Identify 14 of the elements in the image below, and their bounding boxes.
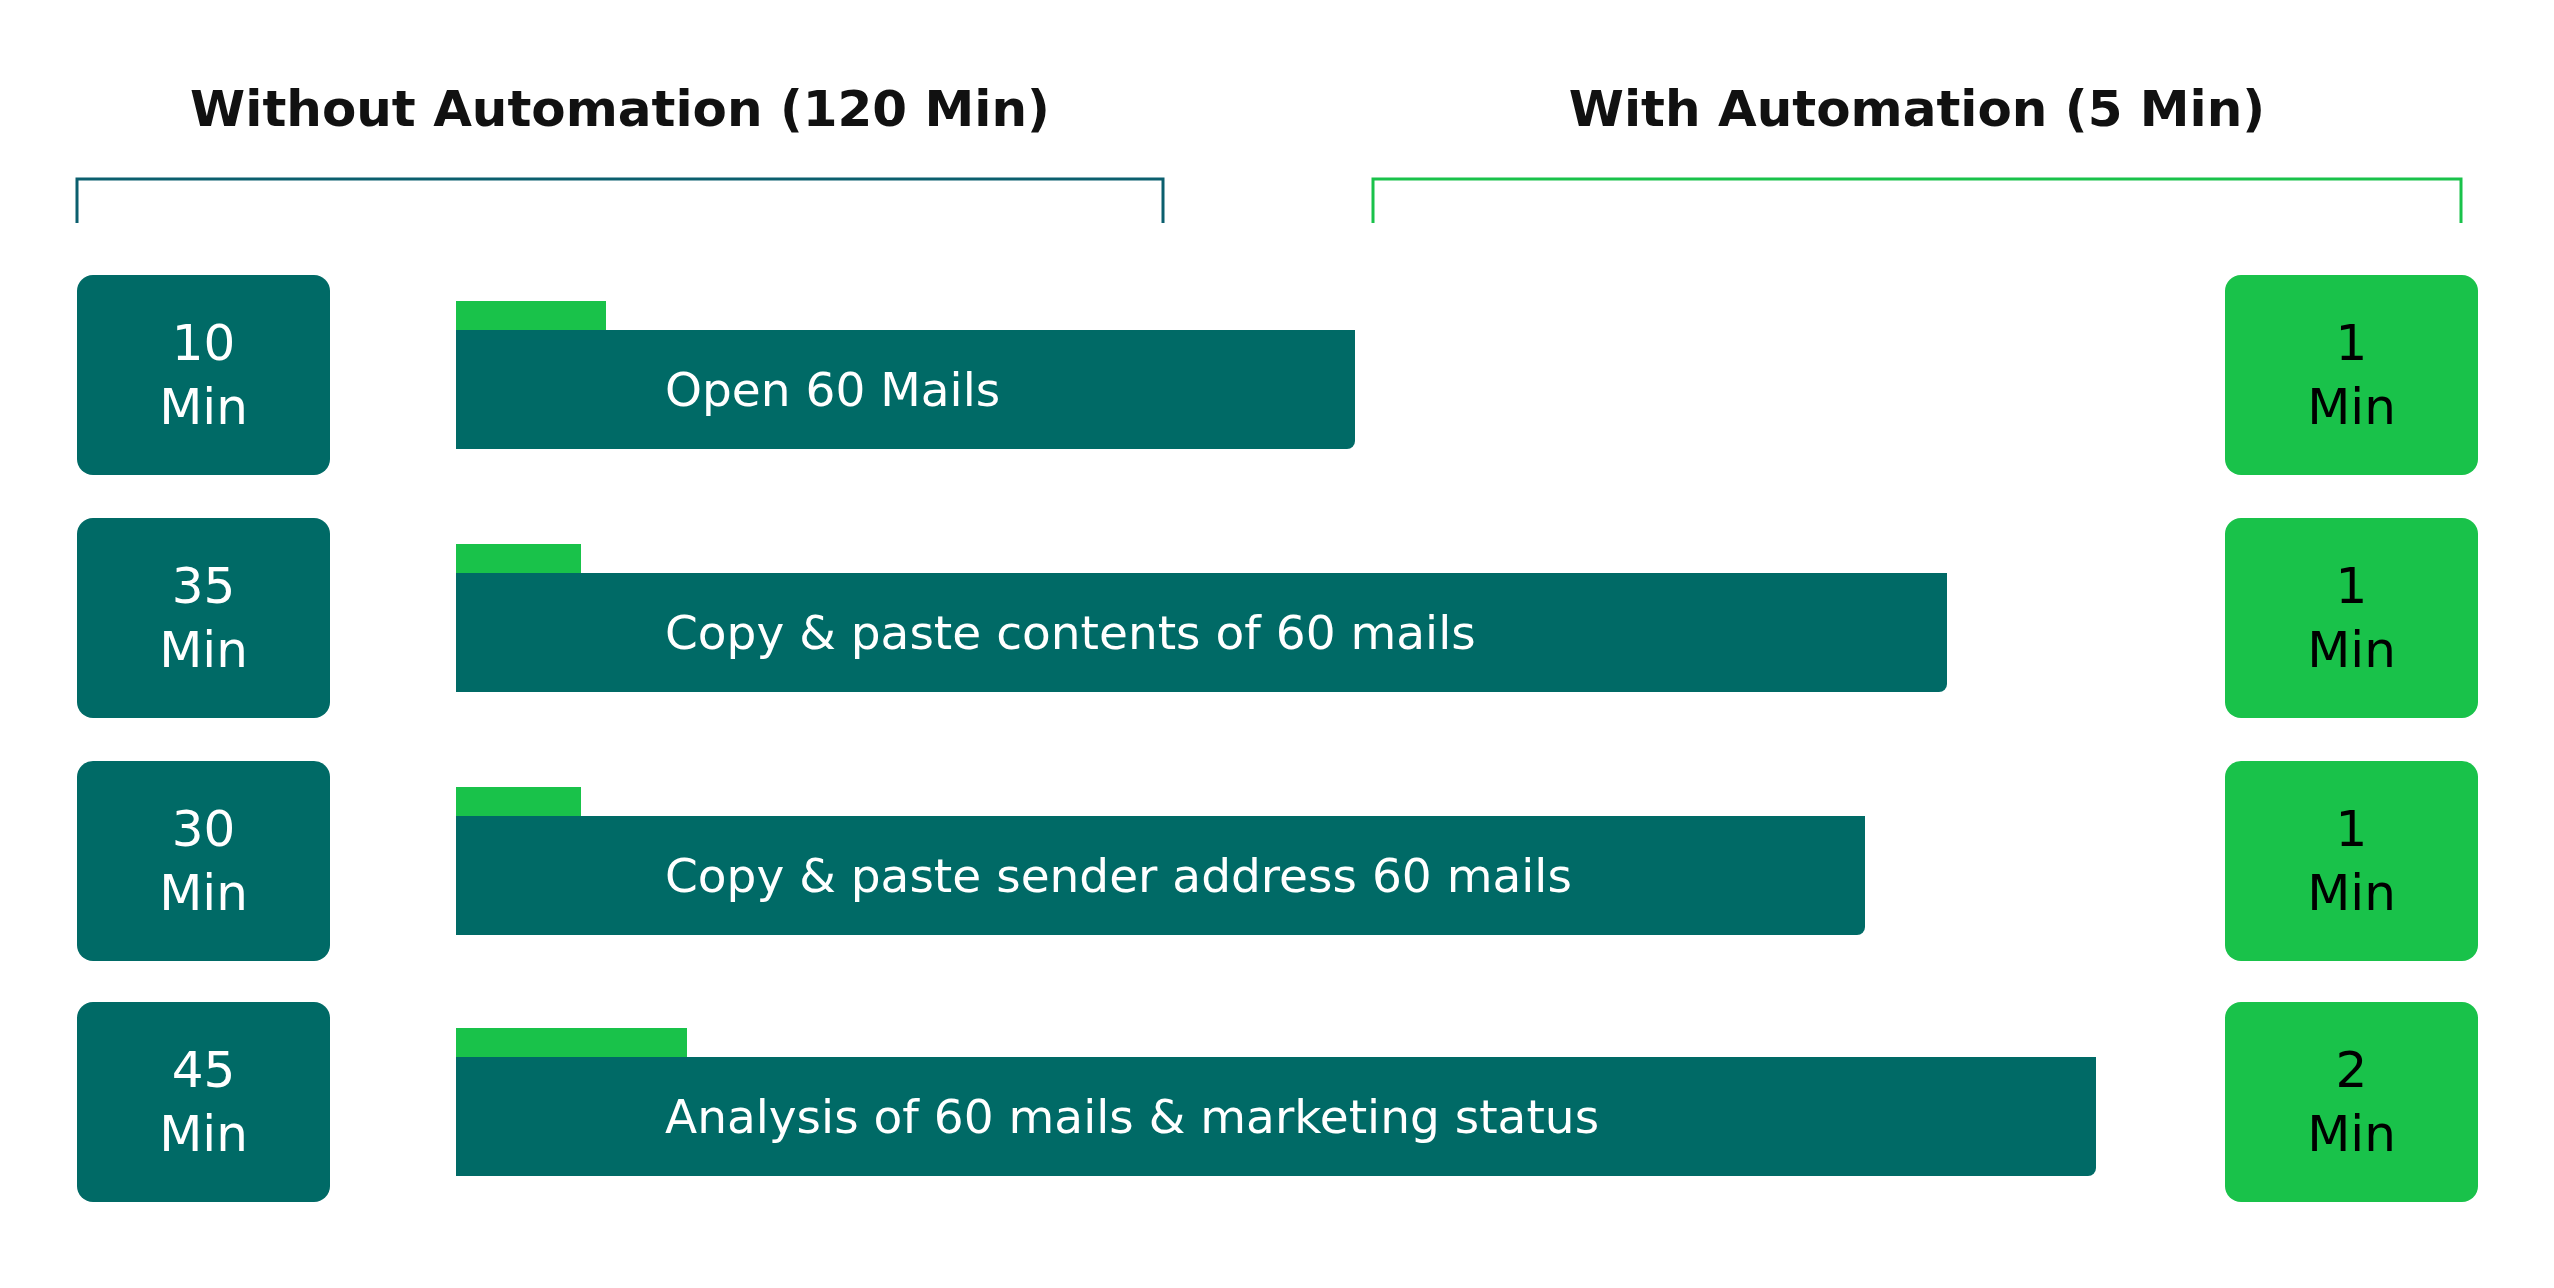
time-box: 2 Min [2225,1002,2478,1202]
tabbed-task-bar: Open 60 Mails [456,301,1355,449]
time-box: 1 Min [2225,518,2478,718]
time-box: 1 Min [2225,761,2478,961]
tabbed-task-bar: Copy & paste sender address 60 mails [456,787,1865,935]
tabbed-task-bar: Analysis of 60 mails & marketing status [456,1028,2096,1176]
time-box: 1 Min [2225,275,2478,475]
time-box: 30 Min [77,761,330,961]
tabbed-task-bar: Copy & paste contents of 60 mails [456,544,1947,692]
time-box: 10 Min [77,275,330,475]
time-box: 35 Min [77,518,330,718]
section-heading: Without Automation (120 Min) [189,80,1051,138]
time-box: 45 Min [77,1002,330,1202]
section-heading: With Automation (5 Min) [1567,80,2267,138]
